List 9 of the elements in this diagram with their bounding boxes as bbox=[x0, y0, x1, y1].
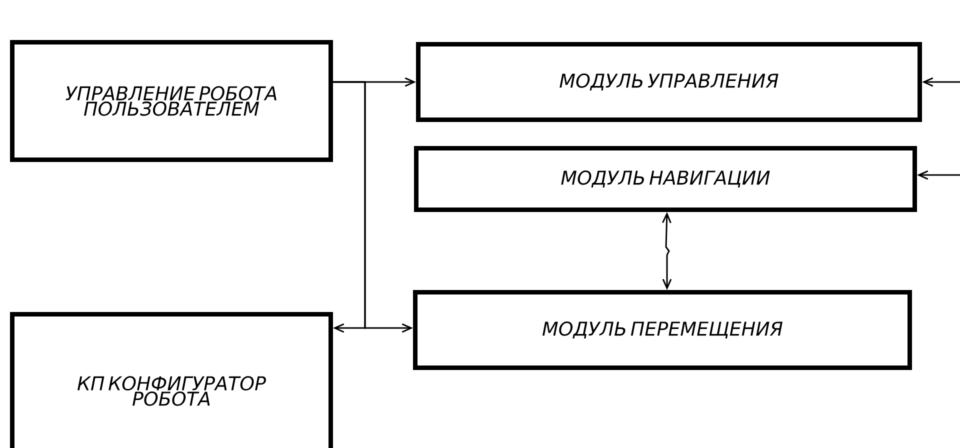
module-box: КП КОНФИГУРАТОР РОБОТА bbox=[10, 312, 333, 448]
module-box: УПРАВЛЕНИЕ РОБОТА ПОЛЬЗОВАТЕЛЕМ bbox=[10, 40, 333, 162]
arrow bbox=[917, 170, 960, 180]
module-box: МОДУЛЬ ПЕРЕМЕЩЕНИЯ bbox=[413, 290, 912, 370]
arrow bbox=[922, 77, 960, 87]
arrow bbox=[662, 212, 672, 290]
module-box: МОДУЛЬ УПРАВЛЕНИЯ bbox=[416, 42, 922, 122]
module-box: МОДУЛЬ НАВИГАЦИИ bbox=[414, 146, 917, 212]
arrow bbox=[333, 81, 366, 333]
